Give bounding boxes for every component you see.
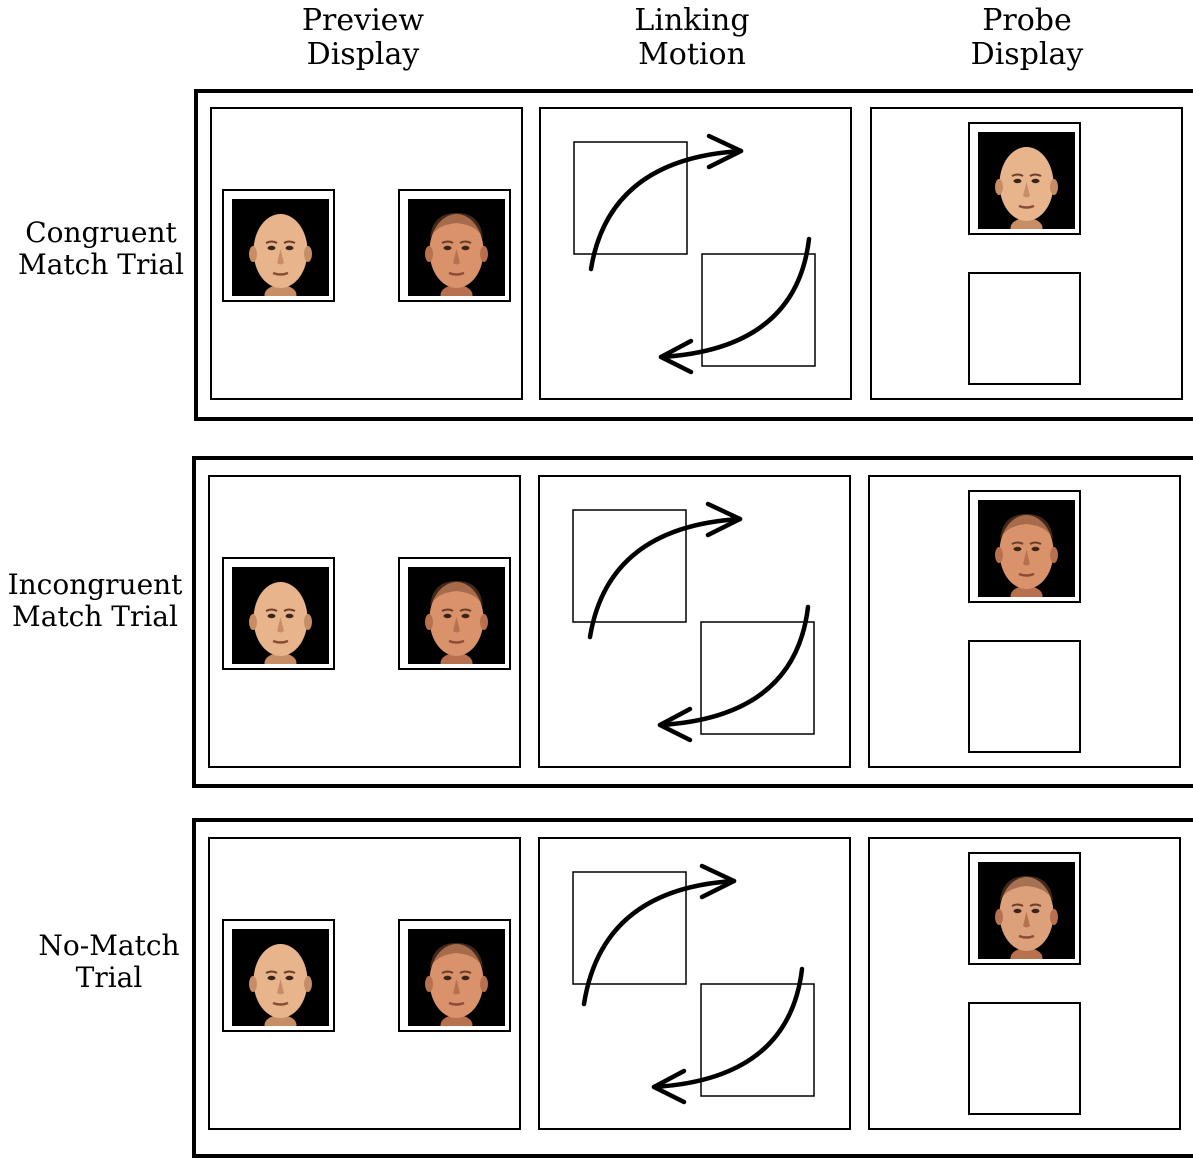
short-hair-male-face (408, 567, 505, 664)
row-label-incongruent-line1: Incongruent (7, 568, 183, 601)
preview-panel (210, 107, 523, 400)
probe-face-frame (968, 490, 1081, 603)
preview-face-left (222, 557, 335, 670)
preview-panel (208, 475, 521, 768)
row-label-no-match-line2: Trial (75, 961, 143, 994)
linking-motion-panel (538, 837, 851, 1130)
arrowhead-left-icon (657, 706, 693, 743)
curved-arrow-right-icon (587, 516, 743, 640)
column-header-probe-line2: Display (970, 37, 1084, 72)
row-label-congruent-line1: Congruent (25, 216, 177, 249)
probe-empty-box (968, 272, 1081, 385)
preview-face-left (222, 189, 335, 302)
row-label-incongruent: Incongruent Match Trial (0, 569, 190, 633)
bald-male-face (232, 567, 329, 664)
trial-frame-congruent (194, 89, 1193, 421)
linking-motion-panel (538, 475, 851, 768)
motion-box-upper (572, 509, 687, 623)
probe-panel (868, 837, 1181, 1130)
motion-box-lower (700, 621, 815, 735)
short-hair-male-face (408, 929, 505, 1026)
probe-empty-box (968, 640, 1081, 753)
preview-panel (208, 837, 521, 1130)
arrowhead-left-icon (651, 1068, 687, 1105)
probe-panel (868, 475, 1181, 768)
probe-face-frame (968, 122, 1081, 235)
row-label-congruent: Congruent Match Trial (6, 217, 196, 281)
trial-frame-incongruent (192, 456, 1193, 788)
preview-face-left (222, 919, 335, 1032)
column-header-probe-line1: Probe (982, 3, 1072, 38)
preview-face-right (398, 557, 511, 670)
column-header-preview-line2: Display (306, 37, 420, 72)
preview-face-right (398, 919, 511, 1032)
column-header-linking-line2: Motion (638, 37, 746, 72)
linking-motion-diagram (572, 501, 815, 743)
curved-arrow-left-icon (651, 966, 805, 1090)
row-label-no-match: No-Match Trial (14, 930, 204, 994)
curved-arrow-left-icon (658, 236, 812, 360)
bald-male-face (232, 199, 329, 296)
column-header-preview: Preview Display (243, 4, 483, 72)
probe-panel (870, 107, 1183, 400)
bald-male-face (232, 929, 329, 1026)
motion-box-lower (700, 983, 815, 1097)
arrowhead-right-icon (706, 133, 744, 170)
linking-motion-diagram (572, 863, 815, 1105)
curved-arrow-left-icon (657, 604, 811, 728)
column-header-linking: Linking Motion (572, 4, 812, 72)
short-hair-male-face (408, 199, 505, 296)
curved-arrow-right-icon (581, 878, 737, 1007)
probe-face-frame (968, 852, 1081, 965)
row-label-congruent-line2: Match Trial (18, 248, 184, 281)
preview-face-right (398, 189, 511, 302)
linking-motion-panel (539, 107, 852, 400)
probe-face (978, 132, 1075, 229)
row-label-incongruent-line2: Match Trial (12, 600, 178, 633)
column-header-probe: Probe Display (907, 4, 1147, 72)
arrowhead-left-icon (658, 338, 694, 375)
row-label-no-match-line1: No-Match (38, 929, 180, 962)
probe-face (978, 862, 1075, 959)
arrowhead-right-icon (699, 863, 737, 900)
probe-empty-box (968, 1002, 1081, 1115)
linking-motion-diagram (573, 133, 816, 375)
curved-arrow-right-icon (588, 148, 744, 272)
motion-box-lower (701, 253, 816, 367)
column-header-preview-line1: Preview (301, 3, 425, 38)
motion-box-upper (572, 871, 687, 985)
column-header-linking-line1: Linking (634, 3, 750, 38)
probe-face (978, 500, 1075, 597)
motion-box-upper (573, 141, 688, 255)
arrowhead-right-icon (705, 501, 743, 538)
